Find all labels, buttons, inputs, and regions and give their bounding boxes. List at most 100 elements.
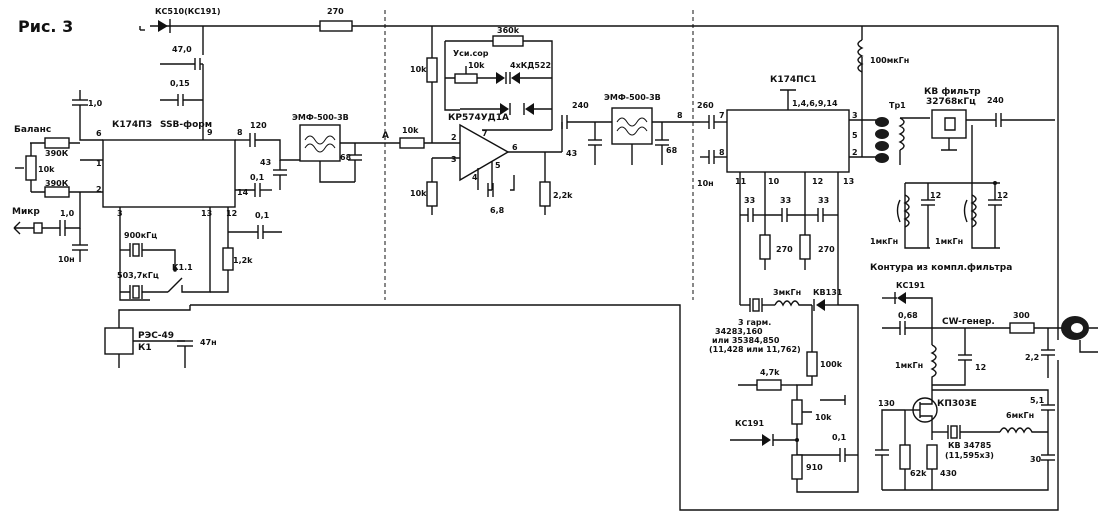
ic3-pin7: 7 (719, 111, 725, 120)
potentiometer-10k-left-label: 10k (38, 165, 55, 174)
resistor-62k (899, 410, 911, 490)
crystal-503khz (120, 285, 168, 299)
relay-contact-k11 (167, 207, 211, 293)
resistor-270-a (759, 234, 771, 270)
capacitor-240-label: 240 (572, 101, 589, 110)
pin-1: 1 (96, 159, 102, 168)
capacitor-47-label: 47,0 (172, 45, 192, 54)
resistor-12k (210, 207, 234, 293)
point-a-label: А (382, 131, 389, 141)
resistor-22k-label: 2,2k (553, 191, 573, 200)
capacitor-01-b-label: 0,1 (255, 211, 270, 220)
pin-2: 2 (96, 185, 102, 194)
resistor-910-label: 910 (806, 463, 823, 472)
capacitor-47n-label: 47н (200, 338, 217, 347)
opamp-kr574ud1a (459, 123, 510, 190)
crystal-900khz (120, 243, 176, 270)
inductor-100uh (857, 26, 864, 73)
ic-k174ps1-label: К174ПС1 (770, 75, 817, 85)
capacitor-10-left-label: 1,0 (88, 99, 103, 108)
tuned-circuit-b (963, 181, 1002, 248)
resistor-100k-label: 100k (820, 360, 843, 369)
inductor-1uh-b-label: 1мкГн (935, 237, 963, 246)
emf-filter-2-label: ЭМФ-500-3В (604, 93, 661, 102)
resistor-360k (444, 35, 553, 130)
capacitor-10n-b (700, 150, 727, 164)
capacitor-22-label: 2,2 (1025, 353, 1039, 362)
resistor-62k-label: 62k (910, 469, 927, 478)
ic-k174ps1 (726, 109, 850, 173)
potentiometer-10k-gain (445, 66, 496, 84)
capacitor-47n (177, 340, 193, 368)
capacitor-43-a (273, 160, 287, 190)
capacitor-68-c-label: 68 (666, 146, 678, 155)
varicap-kv131-label: КВ131 (813, 288, 843, 297)
mic-label: Микр (12, 207, 40, 217)
crystal-900khz-label: 900кГц (124, 231, 157, 240)
ic-k174p3-function: SSB-форм (160, 120, 212, 130)
fet-kp303e (905, 390, 938, 440)
capacitor-51 (932, 389, 1055, 432)
capacitor-260 (700, 115, 727, 129)
balance-label: Баланс (14, 125, 51, 135)
resistor-300 (1009, 322, 1058, 334)
crystal-503khz-label: 503,7кГц (117, 271, 159, 280)
resistor-390k-b (31, 186, 103, 198)
relay-k1-label: К1 (138, 343, 152, 353)
crystal-lo (740, 298, 775, 312)
capacitor-260-label: 260 (697, 101, 714, 110)
relay-res49-label: РЭС-49 (138, 331, 174, 341)
inductor-6uh (999, 427, 1048, 434)
opamp-pin7: 7 (482, 129, 488, 138)
inductor-1uh-c-label: 1мкГн (895, 361, 923, 370)
capacitor-68-c (655, 122, 669, 165)
crystal-kv34785-label: КВ 34785 (948, 441, 992, 450)
capacitor-33-b (765, 208, 805, 222)
resistor-12k-label: 1,2k (233, 256, 253, 265)
resistor-10k-c-label: 10k (410, 189, 427, 198)
ic-k174ps1-pins: 1,4,6,9,14 (792, 99, 838, 108)
opamp-label: КР574УД1А (448, 113, 509, 123)
inductor-1uh-a-label: 1мкГн (870, 237, 898, 246)
diode-bridge-label: 4хКД522 (510, 61, 551, 70)
ic3-pin10: 10 (768, 177, 780, 186)
opamp-pin2: 2 (451, 133, 457, 142)
tuned-circuit-a (896, 183, 935, 248)
varicap-kv131 (811, 299, 838, 352)
capacitor-10n (72, 228, 88, 262)
capacitor-015 (160, 64, 204, 140)
pin-6: 6 (96, 129, 102, 138)
pin-13: 13 (201, 209, 212, 218)
kv-filter (931, 109, 996, 151)
ic3-pin2: 2 (852, 148, 858, 157)
supply-bus-bottom (190, 304, 1059, 511)
capacitor-10-mic-label: 1,0 (60, 209, 75, 218)
ic-k174p3 (102, 139, 236, 208)
capacitor-130-label: 130 (878, 399, 895, 408)
capacitor-10n-label: 10н (58, 255, 75, 264)
resistor-270-top-label: 270 (327, 7, 344, 16)
resistor-10k-b (426, 57, 438, 83)
resistor-390k-a-label: 390К (45, 149, 69, 158)
capacitor-12-c (932, 328, 972, 386)
ic-k174p3-label: К174ПЗ (112, 120, 152, 130)
inductor-3uh (774, 300, 812, 307)
capacitor-51-label: 5,1 (1030, 396, 1045, 405)
resistor-270-a-label: 270 (776, 245, 793, 254)
figure-title: Рис. 3 (18, 17, 73, 36)
relay-contact-k11-label: К1.1 (172, 263, 193, 272)
capacitor-240 (561, 115, 612, 152)
ic3-pin5: 5 (852, 131, 858, 140)
capacitor-33-b-label: 33 (780, 196, 791, 205)
capacitor-01-a-label: 0,1 (250, 173, 265, 182)
zener-diode-top (158, 19, 171, 33)
ic3-pin13: 13 (843, 177, 854, 186)
inductor-100uh-label: 100мкГн (870, 56, 909, 65)
capacitor-43-b (588, 122, 602, 165)
opamp-pin4: 4 (472, 173, 478, 182)
zener-diode-kc191-cw-label: КС191 (896, 281, 926, 290)
zener-diode-kc191 (730, 434, 799, 446)
relay-res49 (104, 305, 191, 368)
ic3-pin8: 8 (719, 148, 725, 157)
